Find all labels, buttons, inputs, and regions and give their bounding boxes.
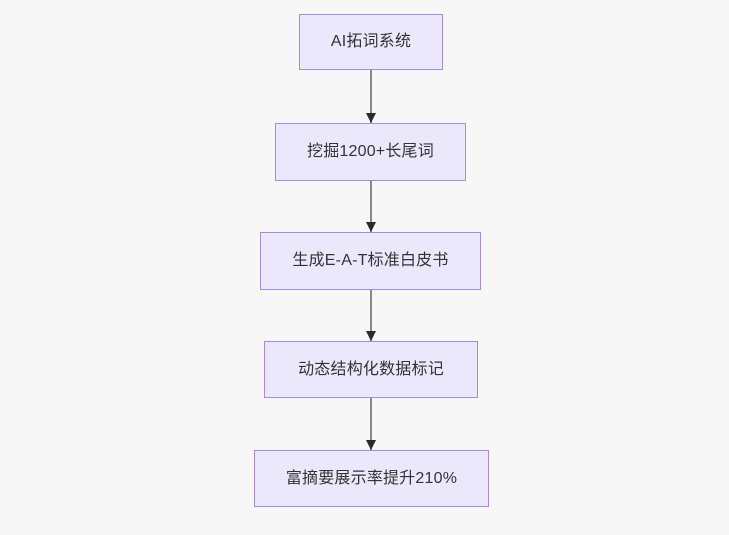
flow-node-label: 动态结构化数据标记 <box>298 360 444 378</box>
flow-node-ai-keyword-system[interactable]: AI拓词系统 <box>299 14 443 70</box>
connector-line <box>370 181 372 232</box>
connector-line <box>370 70 372 123</box>
connector-line <box>370 290 372 341</box>
arrowhead-down-icon <box>366 331 376 341</box>
flow-node-label: AI拓词系统 <box>330 33 412 51</box>
arrowhead-down-icon <box>366 222 376 232</box>
flow-node-generate-eat-whitepaper[interactable]: 生成E-A-T标准白皮书 <box>260 232 481 290</box>
flow-node-label: 挖掘1200+长尾词 <box>307 143 434 161</box>
flow-node-mine-longtail-keywords[interactable]: 挖掘1200+长尾词 <box>275 123 466 181</box>
flow-node-rich-snippet-impression-uplift[interactable]: 富摘要展示率提升210% <box>254 450 489 507</box>
flow-node-label: 富摘要展示率提升210% <box>285 469 458 487</box>
flow-node-dynamic-structured-data-markup[interactable]: 动态结构化数据标记 <box>264 341 478 398</box>
flow-node-label: 生成E-A-T标准白皮书 <box>292 252 449 270</box>
arrowhead-down-icon <box>366 113 376 123</box>
connector-line <box>370 398 372 450</box>
arrowhead-down-icon <box>366 440 376 450</box>
